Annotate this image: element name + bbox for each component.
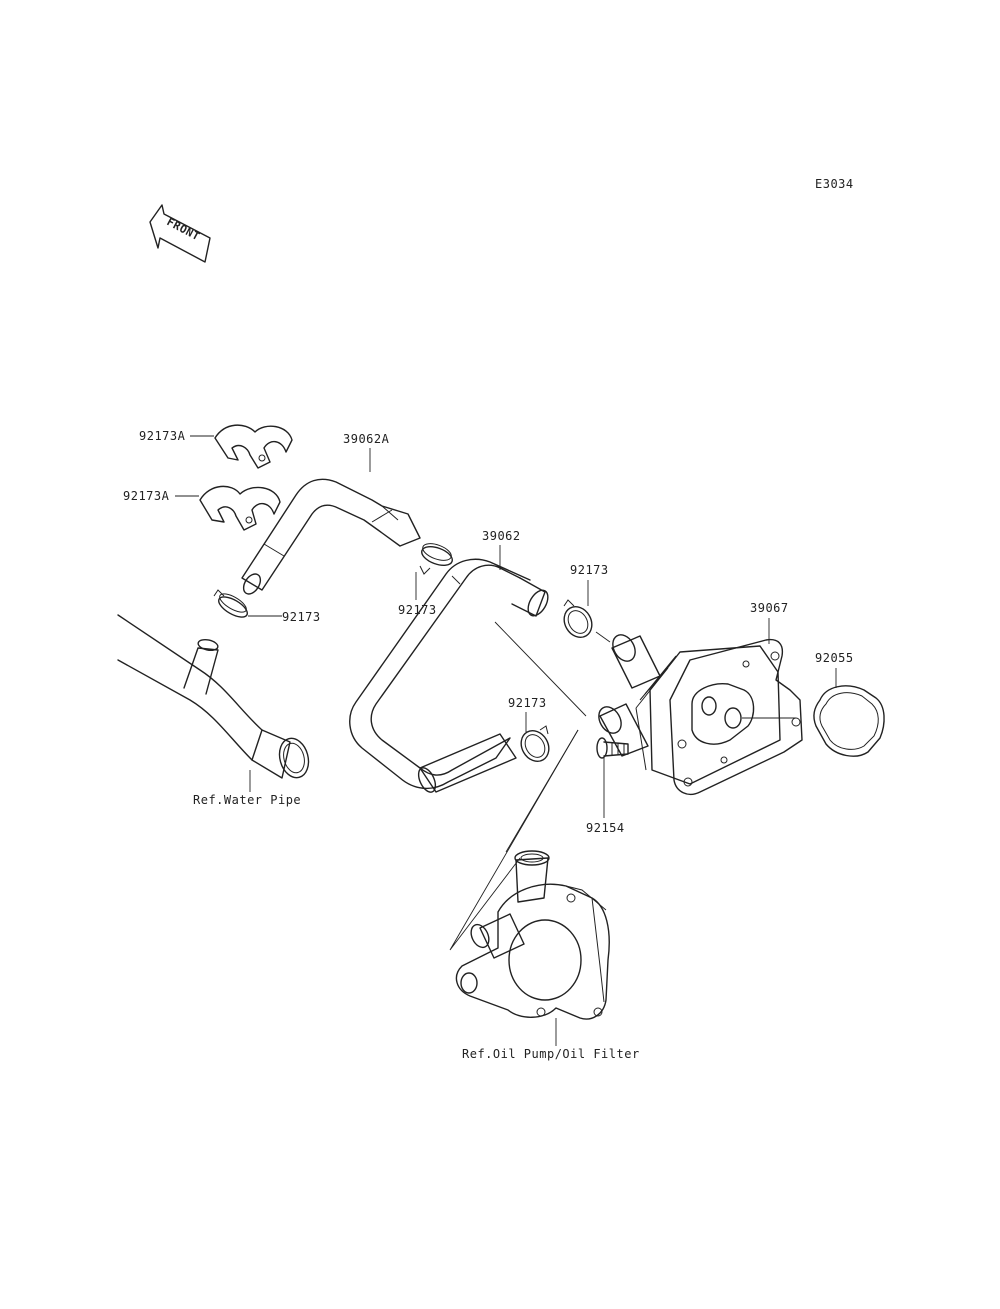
oil-cooler-39067 [598,634,803,796]
callout-ref-oil-pump: Ref.Oil Pump/Oil Filter [462,1047,640,1061]
hose-39062a [241,478,421,595]
callout-39067: 39067 [750,601,789,615]
callout-39062: 39062 [482,529,521,543]
clamp-92173-right [563,599,593,639]
callout-92173-lower: 92173 [508,696,547,710]
clip-92173a-top [214,424,293,469]
clamp-92173-lower [520,725,550,763]
callout-92055: 92055 [815,651,854,665]
callout-ref-water-pipe: Ref.Water Pipe [193,793,301,807]
clamp-92173-mid [419,543,453,575]
reference-leader-2 [505,729,579,853]
clamp-92173-left [213,589,248,618]
callout-92173-left: 92173 [282,610,321,624]
callout-92173-right: 92173 [570,563,609,577]
callout-92154: 92154 [586,821,625,835]
water-pipe [117,614,310,779]
clip-92173a-bottom [199,485,281,531]
callout-92173a-bottom: 92173A [123,489,170,503]
diagram-code: E3034 [815,177,854,191]
reference-leader [449,729,579,951]
callout-92173a-top: 92173A [139,429,186,443]
front-label: FRONT [165,215,203,243]
callout-92173-mid: 92173 [398,603,437,617]
bolt-92154 [596,737,629,759]
oil-pump-housing [455,850,610,1020]
o-ring-92055 [813,685,885,757]
hose-39062 [349,558,549,793]
callout-39062a: 39062A [343,432,390,446]
front-arrow-icon: FRONT [149,204,211,263]
